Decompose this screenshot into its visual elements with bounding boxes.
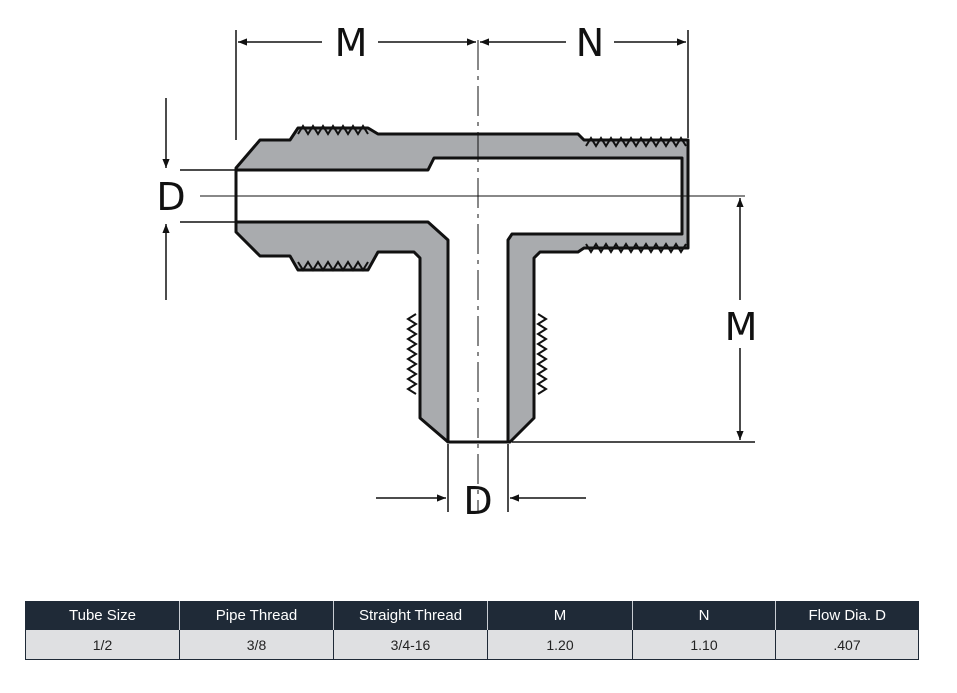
dimension-d-bottom-label: D (463, 479, 492, 523)
dimension-m-right-label: M (725, 305, 758, 349)
thread-bottom-right (585, 242, 687, 254)
header-m: M (487, 601, 633, 630)
cell-flow-dia: .407 (775, 629, 919, 660)
thread-top-right (585, 136, 687, 148)
header-straight-thread: Straight Thread (333, 601, 488, 630)
cell-straight-thread: 3/4-16 (333, 629, 488, 660)
cell-tube-size: 1/2 (25, 629, 180, 660)
dimension-m-top-label: M (335, 21, 368, 65)
tee-fitting-diagram: M N D M D (156, 21, 758, 523)
header-n: N (632, 601, 776, 630)
dimension-n-label: N (576, 21, 604, 65)
thread-bottom-left (297, 260, 369, 272)
header-pipe-thread: Pipe Thread (179, 601, 334, 630)
cell-n: 1.10 (632, 629, 776, 660)
table-row: 1/2 3/8 3/4-16 1.20 1.10 .407 (25, 629, 919, 660)
thread-vertical-right (536, 313, 548, 395)
thread-vertical-left (406, 313, 418, 395)
thread-top-left (297, 124, 369, 136)
flow-bore (234, 156, 684, 444)
cell-m: 1.20 (487, 629, 633, 660)
spec-table: Tube Size Pipe Thread Straight Thread M … (25, 601, 919, 660)
header-flow-dia: Flow Dia. D (775, 601, 919, 630)
cell-pipe-thread: 3/8 (179, 629, 334, 660)
table-header-row: Tube Size Pipe Thread Straight Thread M … (25, 601, 919, 630)
dimension-d-left-label: D (156, 175, 185, 219)
header-tube-size: Tube Size (25, 601, 180, 630)
